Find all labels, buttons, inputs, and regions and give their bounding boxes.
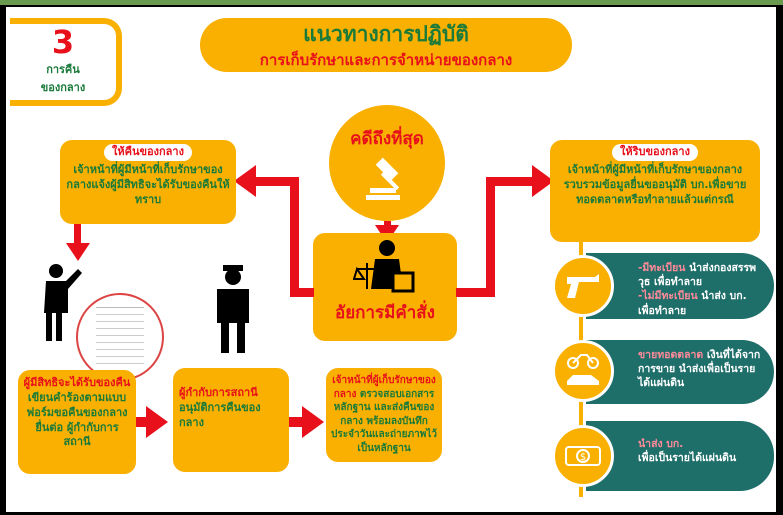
prosecutor-order-box: อัยการมีคำสั่ง: [313, 233, 457, 341]
connector-right-vertical: [486, 177, 495, 297]
connector-left-vertical: [290, 177, 299, 297]
badge-line2: ของกลาง: [40, 81, 86, 94]
verdict-label: คดีถึงที่สุด: [350, 129, 424, 149]
step-2-highlight: ผู้กำกับการสถานี: [179, 386, 258, 399]
weapons-unregistered-text: นำส่ง บก. เพื่อทำลาย: [638, 290, 747, 317]
weapons-registered-text: นำส่งกองสรรพวุธ เพื่อทำลาย: [638, 262, 757, 289]
arrow-step-1-2-shaft: [136, 417, 148, 427]
disposal-money: นำส่ง บก. เพื่อเป็นรายได้แผ่นดิน: [586, 421, 774, 491]
arrow-left-head: [234, 165, 256, 197]
confiscate-evidence-text: เจ้าหน้าที่ผู้มีหน้าที่เก็บรักษาของกลางร…: [563, 162, 747, 206]
auction-label: ขายทอดตลาด: [638, 349, 704, 361]
connector-left-horizontal: [290, 288, 314, 297]
step-box-2: ผู้กำกับการสถานี อนุมัติการคืนของกลาง: [173, 368, 289, 472]
badge-line1: การคืน: [46, 63, 80, 76]
disposal-weapons: -มีทะเบียน นำส่งกองสรรพวุธ เพื่อทำลาย -ไ…: [586, 253, 774, 319]
section-badge: 3 การคืน ของกลาง: [10, 18, 122, 106]
arrow-down-left-head: [66, 243, 90, 261]
verdict-circle: คดีถึงที่สุด: [329, 105, 445, 221]
arrow-step-1-2: [146, 406, 168, 438]
confiscate-evidence-label: ให้ริบของกลาง: [612, 144, 698, 161]
prosecutor-icon: [352, 240, 415, 293]
step-2-text: อนุมัติการคืนของกลาง: [179, 400, 261, 429]
arrow-step-2-3-shaft: [289, 417, 304, 427]
badge-number: 3: [51, 23, 75, 61]
weapons-registered-label: -มีทะเบียน: [638, 262, 686, 274]
infographic: 3 การคืน ของกลาง แนวทางการปฏิบัติ การเก็…: [6, 7, 776, 512]
gavel-icon: [366, 157, 400, 200]
prosecutor-order-label: อัยการมีคำสั่ง: [335, 302, 435, 323]
arrow-down-center: [384, 221, 391, 227]
svg-text:$: $: [580, 452, 586, 463]
arrow-right-head: [532, 165, 554, 197]
claimant-person-icon: [44, 264, 82, 341]
connector-right-horizontal: [456, 288, 495, 297]
connector-right-top: [486, 177, 534, 186]
arrow-down-left: [74, 224, 81, 246]
gun-icon: [552, 255, 614, 317]
police-officer-icon: [217, 265, 249, 353]
step-3-text: ตรวจสอบเอกสารหลักฐาน และส่งคืนของกลาง พร…: [331, 388, 437, 454]
step-3-highlight: เจ้าหน้าที่ผู้เก็บรักษาของกลาง: [332, 375, 436, 400]
vehicle-icon: [552, 340, 614, 402]
connector-left-top: [254, 177, 299, 186]
disposal-vehicles: ขายทอดตลาด เงินที่ได้จากการขาย นำส่งเพื่…: [586, 340, 774, 404]
page-subtitle: การเก็บรักษาและการจำหน่ายของกลาง: [259, 51, 513, 69]
money-text: เพื่อเป็นรายได้แผ่นดิน: [638, 452, 737, 465]
request-form-document: [76, 293, 164, 381]
return-evidence-text: เจ้าหน้าที่ผู้มีหน้าที่เก็บรักษาของกลางแ…: [66, 162, 230, 206]
return-evidence-box: ให้คืนของกลาง เจ้าหน้าที่ผู้มีหน้าที่เก็…: [60, 140, 236, 224]
step-1-highlight: ผู้มีสิทธิจะได้รับของคืน: [23, 376, 131, 389]
title-banner: แนวทางการปฏิบัติ การเก็บรักษาและการจำหน่…: [200, 18, 572, 72]
confiscate-evidence-box: ให้ริบของกลาง เจ้าหน้าที่ผู้มีหน้าที่เก็…: [550, 140, 760, 242]
step-box-1: ผู้มีสิทธิจะได้รับของคืน เขียนคำร้องตามแ…: [18, 370, 136, 474]
page-title: แนวทางการปฏิบัติ: [303, 22, 469, 46]
weapons-unregistered-label: -ไม่มีทะเบียน: [638, 290, 698, 303]
money-label: นำส่ง บก.: [638, 438, 684, 450]
auction-text: เงินที่ได้จากการขาย นำส่งเพื่อเป็นรายได้…: [638, 349, 761, 390]
return-evidence-label: ให้คืนของกลาง: [104, 144, 192, 161]
step-1-text: เขียนคำร้องตามแบบฟอร์มขอคืนของกลาง ยื่นต…: [26, 390, 128, 449]
arrow-step-2-3: [302, 406, 324, 438]
money-icon: $: [552, 425, 614, 487]
step-box-3: เจ้าหน้าที่ผู้เก็บรักษาของกลาง ตรวจสอบเอ…: [326, 368, 442, 462]
